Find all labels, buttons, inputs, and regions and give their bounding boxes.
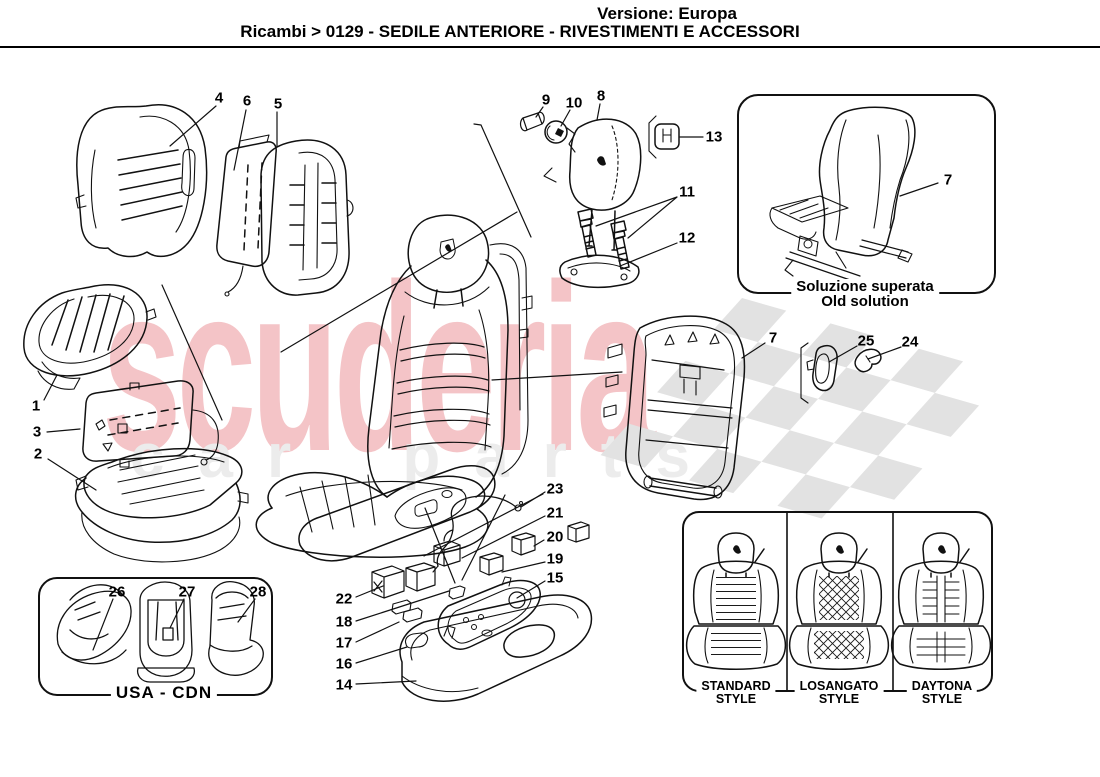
part-backrest-cover-5 xyxy=(260,139,354,296)
style-caption-daytona: DAYTONA STYLE xyxy=(906,679,978,706)
part-child-seats xyxy=(56,581,264,683)
callout-4[interactable]: 4 xyxy=(214,89,224,107)
callout-19[interactable]: 19 xyxy=(546,550,564,568)
styles-box-dividers xyxy=(786,511,894,692)
callout-24[interactable]: 24 xyxy=(901,333,919,351)
callout-20[interactable]: 20 xyxy=(546,528,564,546)
old-solution-box-border xyxy=(737,94,996,294)
header-divider xyxy=(0,46,1100,48)
breadcrumb[interactable]: Ricambi > 0129 - SEDILE ANTERIORE - RIVE… xyxy=(240,22,800,41)
part-bolts-11 xyxy=(577,208,630,270)
part-cushion-cover-1 xyxy=(23,284,157,390)
callout-11[interactable]: 11 xyxy=(679,183,695,201)
checker-flag-watermark xyxy=(600,298,980,519)
version-label: Versione: Europa xyxy=(597,4,737,23)
part-headrest-8 xyxy=(568,118,642,251)
callout-26[interactable]: 26 xyxy=(108,583,126,601)
style-caption-standard: STANDARD STYLE xyxy=(696,679,776,706)
callout-6[interactable]: 6 xyxy=(242,92,252,110)
callout-22[interactable]: 22 xyxy=(335,590,353,608)
style-daytona-name: DAYTONA xyxy=(911,679,973,693)
style-standard-suffix: STYLE xyxy=(715,692,757,706)
style-seat-daytona xyxy=(890,532,992,670)
callout-10[interactable]: 10 xyxy=(565,94,583,112)
callout-3[interactable]: 3 xyxy=(32,423,42,441)
part-backrest-cover-4 xyxy=(75,104,208,258)
part-switches-cluster xyxy=(371,495,590,649)
style-caption-losangato: LOSANGATO STYLE xyxy=(794,679,884,706)
leader-lines xyxy=(43,103,939,685)
callout-17[interactable]: 17 xyxy=(335,634,353,652)
part-heating-pad-3 xyxy=(82,380,219,468)
part-mount-plate-15 xyxy=(437,576,541,650)
part-complete-seat xyxy=(255,214,533,562)
part-button-9 xyxy=(519,111,545,132)
callout-9[interactable]: 9 xyxy=(541,91,551,109)
callout-18[interactable]: 18 xyxy=(335,613,353,631)
callout-7-old-solution[interactable]: 7 xyxy=(943,171,953,189)
old-solution-caption-it: Soluzione superata xyxy=(796,278,934,295)
part-seat-cushion-2 xyxy=(74,447,249,563)
part-backrest-frame-7 xyxy=(603,315,746,501)
part-grommet-10 xyxy=(543,120,576,183)
callout-1[interactable]: 1 xyxy=(31,397,41,415)
callout-25[interactable]: 25 xyxy=(857,332,875,350)
callout-8[interactable]: 8 xyxy=(596,87,606,105)
callout-16[interactable]: 16 xyxy=(335,655,353,673)
part-old-solution-seat xyxy=(769,106,916,283)
callout-7-frame[interactable]: 7 xyxy=(768,329,778,347)
old-solution-caption: Soluzione superata Old solution xyxy=(791,279,939,309)
style-standard-name: STANDARD xyxy=(701,679,771,693)
part-clip-13 xyxy=(648,115,680,159)
style-daytona-suffix: STYLE xyxy=(921,692,963,706)
callout-12[interactable]: 12 xyxy=(678,229,696,247)
style-seat-losangato xyxy=(788,532,890,670)
style-seat-standard xyxy=(685,532,787,670)
callout-28[interactable]: 28 xyxy=(249,583,267,601)
style-losangato-name: LOSANGATO xyxy=(799,679,879,693)
part-bracket-12 xyxy=(559,254,640,289)
part-heating-pad-6 xyxy=(216,134,277,297)
style-losangato-suffix: STYLE xyxy=(818,692,860,706)
callout-13[interactable]: 13 xyxy=(705,128,723,146)
callout-27[interactable]: 27 xyxy=(178,583,196,601)
callout-14[interactable]: 14 xyxy=(335,676,353,694)
part-trim-panel-14 xyxy=(399,594,593,702)
callout-5[interactable]: 5 xyxy=(273,95,283,113)
callout-23[interactable]: 23 xyxy=(546,480,564,498)
old-solution-caption-en: Old solution xyxy=(821,293,909,310)
callout-15[interactable]: 15 xyxy=(546,569,564,587)
usa-cdn-caption: USA - CDN xyxy=(110,684,218,702)
watermark-brand: scuderia xyxy=(102,236,656,501)
callout-21[interactable]: 21 xyxy=(546,504,564,522)
watermark-ghost: car parts xyxy=(130,422,724,491)
callout-2[interactable]: 2 xyxy=(33,445,43,463)
